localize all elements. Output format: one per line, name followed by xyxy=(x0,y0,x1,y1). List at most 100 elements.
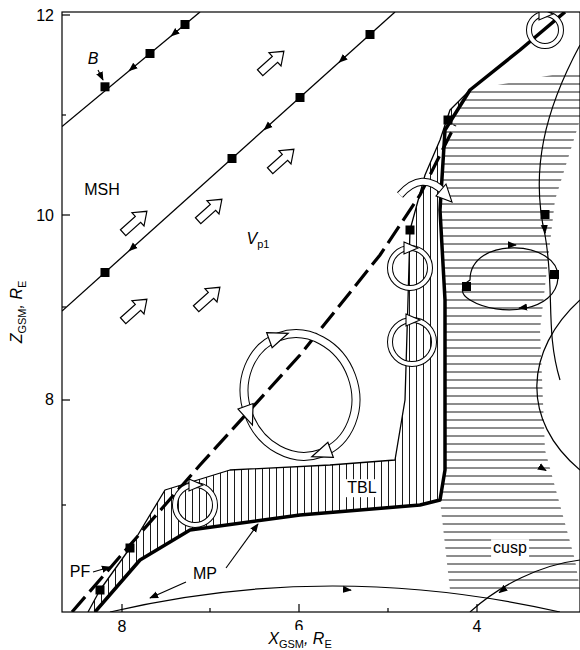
tick-label: 8 xyxy=(43,391,56,409)
region-label: MP xyxy=(191,565,219,583)
field-line xyxy=(515,244,516,245)
vortex xyxy=(529,14,561,46)
vortex xyxy=(175,479,215,525)
region-label: PF xyxy=(68,563,92,581)
field-line xyxy=(350,589,351,590)
vortex xyxy=(227,318,373,472)
axes xyxy=(298,604,299,612)
subscript: p1 xyxy=(257,238,269,250)
axes xyxy=(121,604,122,612)
square-marker xyxy=(406,226,415,235)
square-marker xyxy=(462,282,471,291)
vortex xyxy=(390,248,430,288)
leader-line xyxy=(98,70,103,80)
tick-label: 12 xyxy=(34,7,56,25)
axes xyxy=(62,14,70,15)
vortex xyxy=(309,442,333,464)
square-marker xyxy=(101,82,110,91)
flow-arrow xyxy=(192,193,228,228)
field-line xyxy=(537,300,580,470)
vortex xyxy=(217,310,376,482)
axes xyxy=(62,12,580,612)
square-marker xyxy=(181,20,190,29)
field-label: B xyxy=(86,50,101,68)
subscript: E xyxy=(324,638,331,650)
field-line xyxy=(110,45,580,612)
vortex xyxy=(189,479,203,491)
vortex xyxy=(406,314,420,326)
flow-arrow xyxy=(264,143,300,178)
field-line xyxy=(62,12,200,127)
field-line xyxy=(62,12,395,311)
region-label: cusp xyxy=(491,539,529,557)
vortex xyxy=(539,12,553,20)
axes xyxy=(62,306,66,307)
boundary-line xyxy=(88,90,470,612)
square-marker xyxy=(101,268,110,277)
vortex xyxy=(529,14,561,46)
leader-line xyxy=(150,582,186,598)
square-marker xyxy=(444,116,453,125)
axes xyxy=(62,399,70,400)
field-line xyxy=(129,69,131,71)
field-line xyxy=(264,128,266,130)
square-marker xyxy=(146,49,155,58)
cusp-hatching xyxy=(440,70,580,590)
field-line xyxy=(539,45,580,380)
axes xyxy=(62,12,580,612)
field-line xyxy=(110,586,560,612)
axis-title: XGSM, RE xyxy=(266,630,334,650)
flow-arrow xyxy=(254,45,290,80)
vortex xyxy=(267,326,291,348)
magnetopause xyxy=(95,12,565,612)
square-marker xyxy=(96,20,560,595)
tick-label: 4 xyxy=(471,618,484,636)
flow-arrow xyxy=(117,45,300,328)
field-line xyxy=(462,248,558,310)
square-marker xyxy=(550,270,559,279)
vortex xyxy=(390,320,434,364)
vortex xyxy=(175,12,561,525)
leader-line xyxy=(93,567,110,572)
axis-title: ZGSM, RE xyxy=(8,279,28,346)
vortex xyxy=(390,242,430,288)
square-marker xyxy=(366,30,375,39)
vortex xyxy=(175,485,215,525)
flow-arrow xyxy=(190,281,226,316)
crossing-arrow xyxy=(400,182,444,195)
axes xyxy=(62,504,66,505)
subscript: E xyxy=(16,281,28,288)
vortex xyxy=(227,318,373,472)
velocity-label: Vp1 xyxy=(245,230,272,250)
field-line xyxy=(545,469,546,471)
vortex xyxy=(529,12,561,46)
square-marker xyxy=(296,93,305,102)
field-line xyxy=(129,249,131,251)
vortex xyxy=(390,314,434,364)
leader-line xyxy=(226,524,258,568)
vortex xyxy=(390,320,434,364)
vortex xyxy=(238,404,260,428)
crossing-arrow xyxy=(400,182,444,195)
vortex xyxy=(175,485,215,525)
symbol: , R xyxy=(304,630,324,647)
vortex xyxy=(404,242,418,254)
leader-line xyxy=(93,70,258,598)
subscript: GSM xyxy=(279,638,304,650)
square-marker xyxy=(228,154,237,163)
symbol: , R xyxy=(8,288,25,308)
field-line xyxy=(339,61,341,63)
subscript: GSM xyxy=(16,308,28,333)
tick-label: 8 xyxy=(116,618,129,636)
square-marker xyxy=(96,586,105,595)
field-line xyxy=(62,12,395,311)
axes xyxy=(476,604,477,612)
field-line xyxy=(519,307,520,308)
crossing-arrow xyxy=(436,184,452,202)
plot-area xyxy=(62,12,580,612)
symbol: V xyxy=(247,230,258,247)
vortex xyxy=(390,248,430,288)
axes xyxy=(387,608,388,612)
region-label: MSH xyxy=(82,181,122,199)
